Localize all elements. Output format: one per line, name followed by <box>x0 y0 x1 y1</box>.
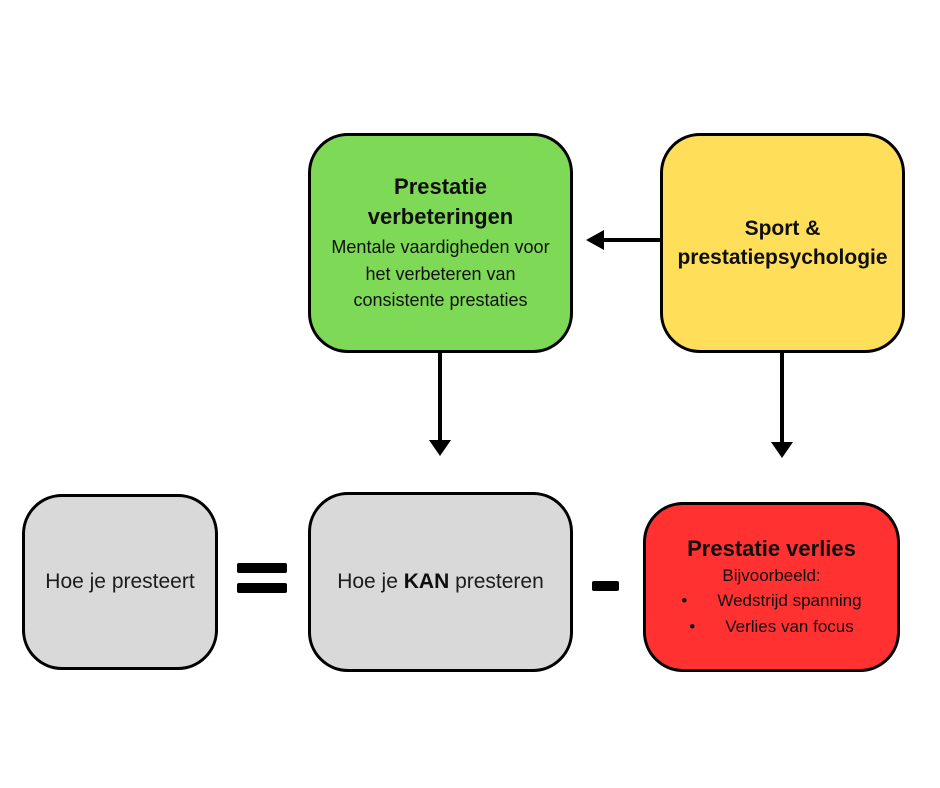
title-line: Prestatie <box>394 174 487 200</box>
box-hoe-je-presteert: Hoe je presteert <box>22 494 218 670</box>
box-prestatie-verbeteringen: Prestatie verbeteringen Mentale vaardighe… <box>308 133 573 353</box>
bullet-item: • Verlies van focus <box>689 614 853 640</box>
body-line: Mentale vaardigheden voor <box>331 237 550 258</box>
label-prefix: Hoe je <box>337 570 404 593</box>
bullet-text: Verlies van focus <box>725 617 854 636</box>
title-line: Sport & <box>744 217 821 240</box>
box-hoe-je-kan-presteren: Hoe je KAN presteren <box>308 492 573 672</box>
title-line: verbeteringen <box>367 204 514 230</box>
box-title: Prestatie verlies <box>687 536 856 561</box>
bullet-item: • Wedstrijd spanning <box>681 588 861 614</box>
bullet-text: Wedstrijd spanning <box>717 591 862 610</box>
box-title: Sport & prestatiepsychologie <box>677 214 887 272</box>
title-line: prestatiepsychologie <box>677 246 888 269</box>
label-suffix: presteren <box>449 570 544 593</box>
bullet-icon: • <box>681 591 688 610</box>
body-line: consistente prestaties <box>353 290 528 311</box>
box-sport-prestatiepsychologie: Sport & prestatiepsychologie <box>660 133 905 353</box>
box-label: Hoe je presteert <box>45 570 195 593</box>
box-subtitle: Bijvoorbeeld: <box>722 566 821 585</box>
box-prestatie-verlies: Prestatie verlies Bijvoorbeeld: • Wedstri… <box>643 502 900 672</box>
bullet-icon: • <box>689 617 696 636</box>
equals-bar <box>237 563 287 573</box>
label-emphasis: KAN <box>403 570 450 593</box>
arrow-shaft <box>602 238 660 242</box>
arrow-down-icon <box>429 440 451 456</box>
arrow-down-icon <box>771 442 793 458</box>
box-label: Hoe je KAN presteren <box>337 569 544 595</box>
minus-sign <box>592 581 619 591</box>
body-line: het verbeteren van <box>365 263 516 284</box>
arrow-shaft <box>780 353 784 444</box>
arrow-left-icon <box>586 230 604 250</box>
equals-bar <box>237 583 287 593</box>
arrow-shaft <box>438 352 442 442</box>
box-title: Prestatie verbeteringen <box>368 172 514 232</box>
box-body: Mentale vaardigheden voor het verbeteren … <box>331 234 549 314</box>
